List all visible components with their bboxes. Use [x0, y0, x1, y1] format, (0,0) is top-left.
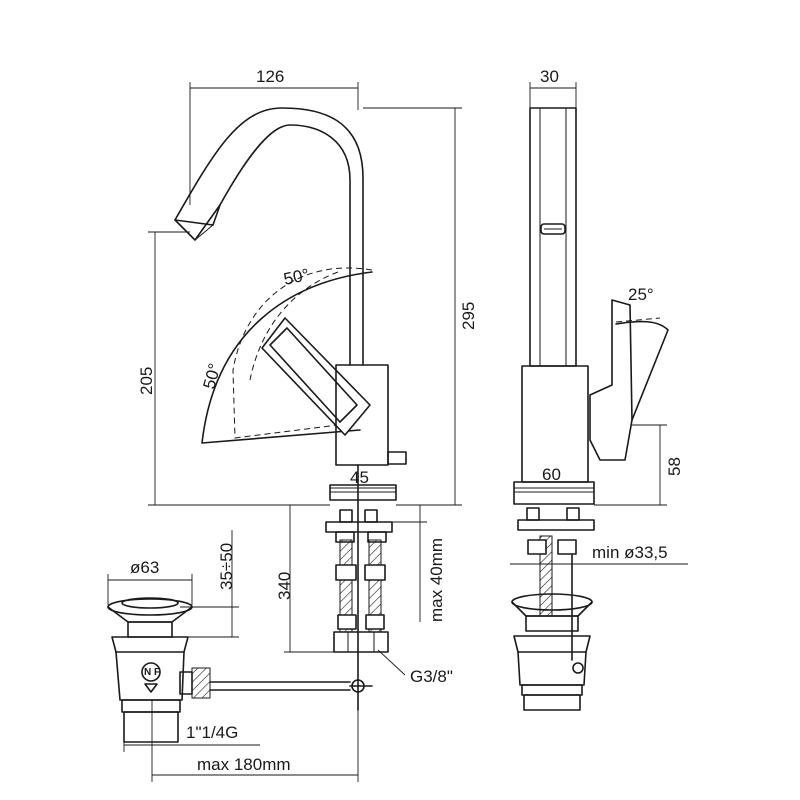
- body: [335, 364, 389, 466]
- label-spout-height: 205: [137, 367, 156, 395]
- label-lever-angle-top: 50°: [282, 265, 311, 289]
- label-hole-diameter: min ø33,5: [592, 543, 668, 562]
- label-base-side: 60: [542, 465, 561, 484]
- lever: [261, 317, 371, 436]
- label-connection: G3/8": [410, 667, 453, 686]
- label-base-front: 45: [350, 468, 369, 487]
- label-waste-height: 35÷50: [217, 543, 236, 590]
- label-hose-length: 340: [275, 572, 294, 600]
- label-lever-height: 58: [665, 457, 684, 476]
- pop-up-badge: [141, 662, 161, 682]
- lever-swing-arc-dashed: [232, 267, 373, 439]
- front-view: [174, 107, 407, 711]
- label-body-depth: 30: [540, 67, 559, 86]
- label-waste-diameter: ø63: [130, 558, 159, 577]
- lever-swing-arc: [201, 271, 373, 444]
- label-lever-angle-side: 25°: [628, 285, 654, 304]
- dimension-lines: [107, 82, 688, 782]
- side-view: [511, 107, 669, 711]
- label-rod-length: max 180mm: [197, 755, 291, 774]
- label-deck-thickness: max 40mm: [427, 538, 446, 622]
- label-spout-reach: 126: [256, 67, 284, 86]
- side-base-plate: [513, 481, 595, 505]
- side-lever: [589, 299, 633, 461]
- spout-outer: [174, 107, 364, 366]
- dimension-labels: 126 30 25° 295 205 50° 50° 45 60 58 min …: [130, 67, 684, 774]
- label-lever-angle-left: 50°: [200, 361, 225, 391]
- side-spout-column: [529, 107, 577, 367]
- label-waste-thread: 1"1/4G: [186, 723, 238, 742]
- waste-assembly: N F: [107, 597, 373, 743]
- label-height-total: 295: [459, 302, 478, 330]
- pop-up-label: N F: [144, 667, 160, 678]
